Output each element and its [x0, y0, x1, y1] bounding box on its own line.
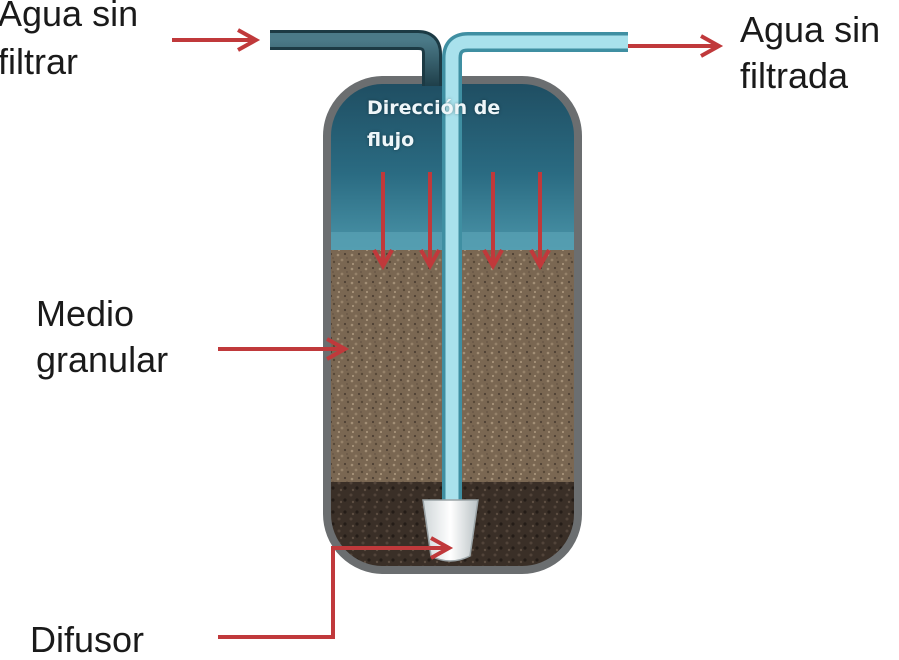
inlet-label-line1: Agua sin — [0, 0, 139, 34]
outlet-label-line1: Agua sin — [740, 9, 881, 50]
outlet-arrow — [628, 34, 724, 58]
media-arrow — [218, 337, 350, 361]
media-label-line2: granular — [36, 339, 169, 380]
media-label-line1: Medio — [36, 293, 135, 334]
outlet-label-line2: filtrada — [740, 55, 849, 96]
flow-direction-label-line1: Dirección de — [367, 97, 501, 119]
flow-direction-label-line2: flujo — [367, 129, 415, 151]
inlet-label-line2: filtrar — [0, 41, 78, 82]
diffuser-arrow — [218, 536, 454, 639]
flow-arrows — [372, 172, 551, 271]
diffuser-label: Difusor — [30, 619, 145, 660]
diffuser — [422, 499, 479, 562]
inlet-arrow — [172, 28, 261, 52]
